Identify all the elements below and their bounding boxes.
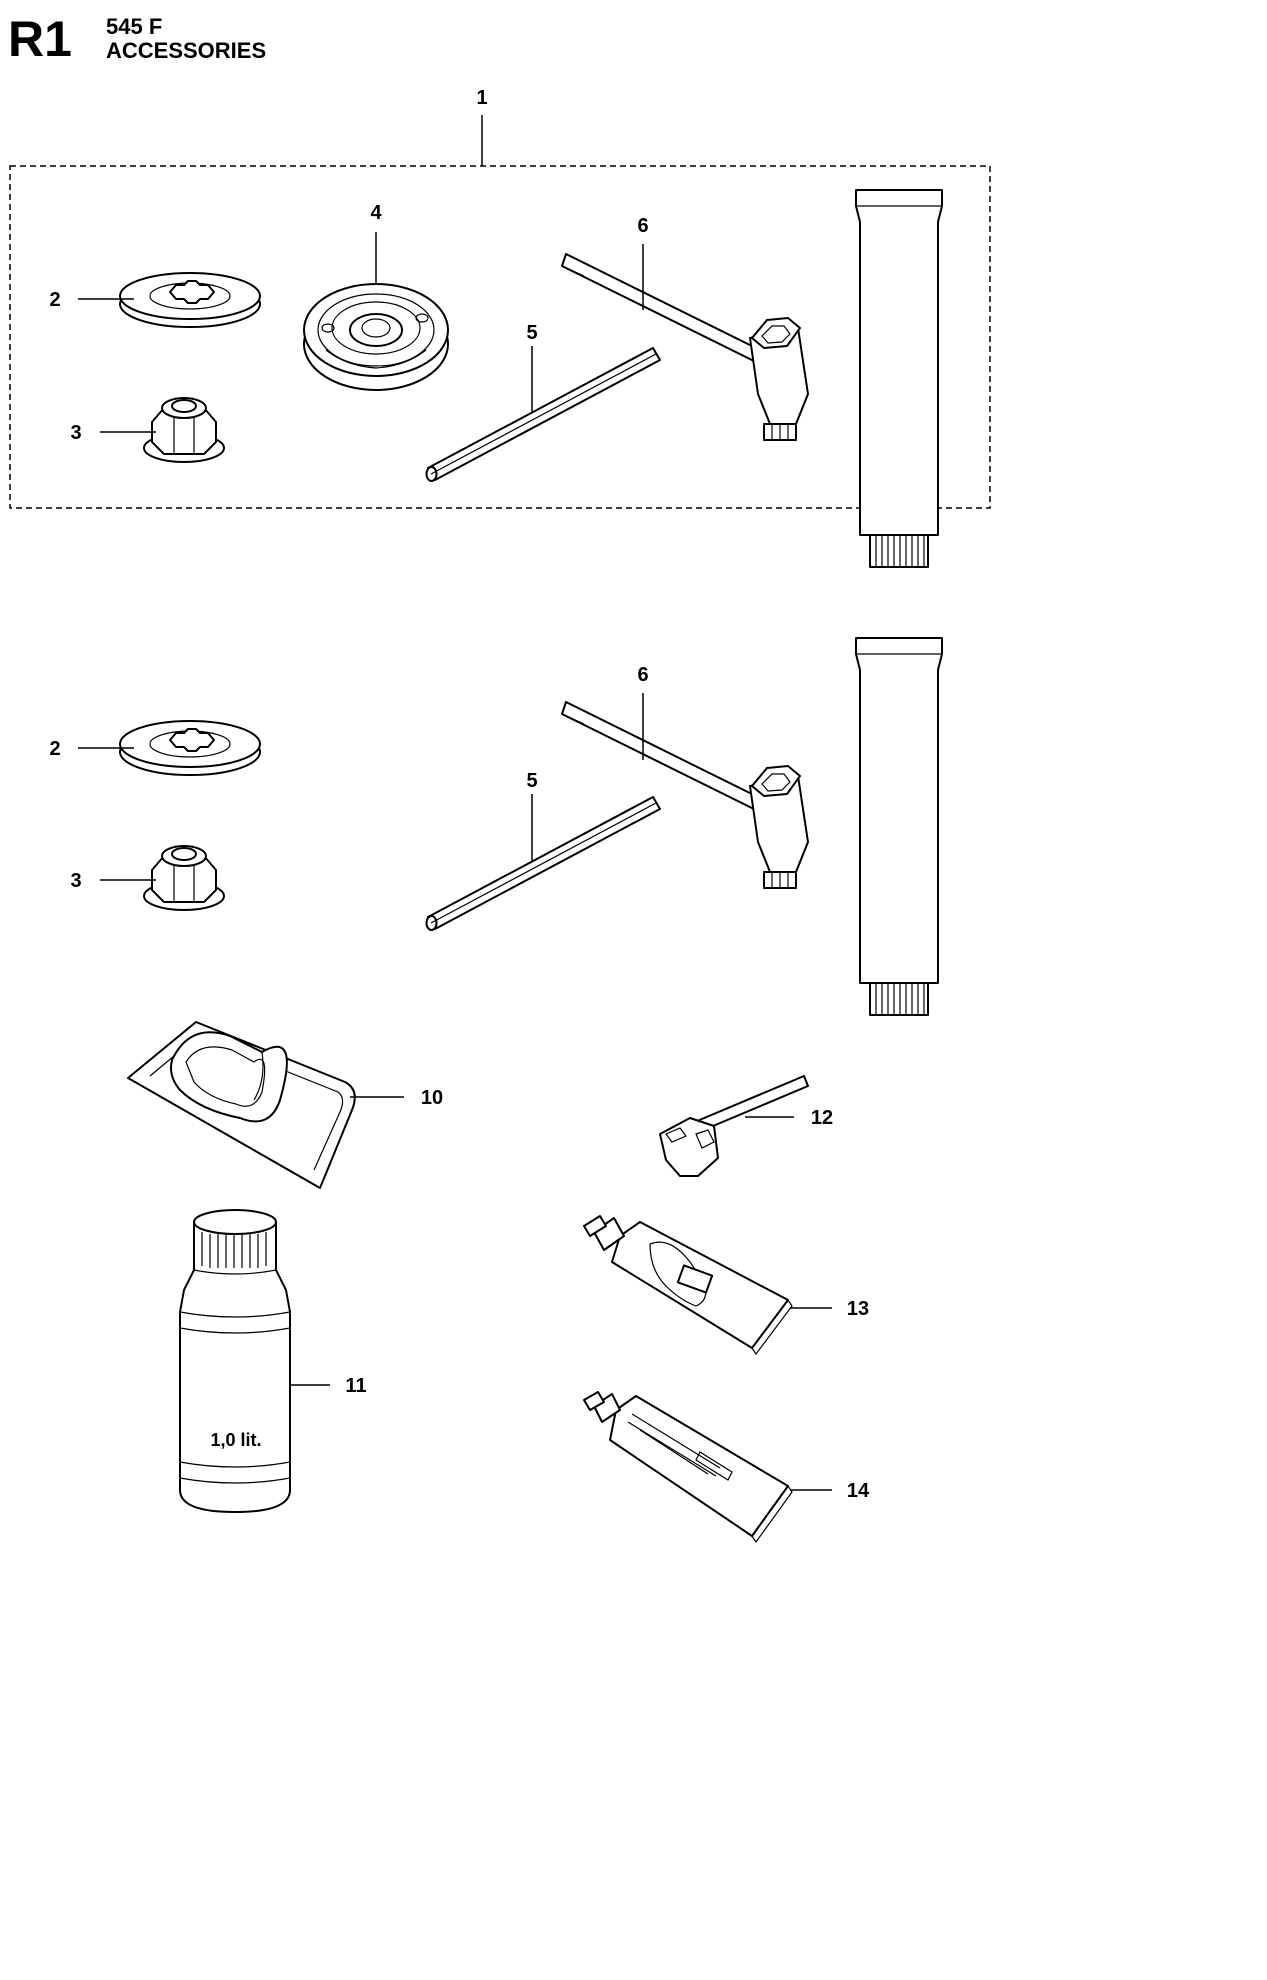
callout-4: 4 xyxy=(370,202,382,224)
combination-wrench-part-2 xyxy=(561,701,809,889)
callout-13: 13 xyxy=(847,1298,869,1320)
tube-part-13 xyxy=(583,1215,793,1356)
model-name: 545 F xyxy=(106,14,163,39)
kit-boundary xyxy=(9,165,991,509)
small-wrench-part xyxy=(659,1075,809,1177)
callout-5-top: 5 xyxy=(526,322,537,344)
callout-14: 14 xyxy=(847,1480,870,1502)
callout-2-bottom: 2 xyxy=(49,738,60,760)
callout-12: 12 xyxy=(811,1107,833,1129)
washer-part-2 xyxy=(119,720,261,776)
rod-part-2 xyxy=(425,796,661,931)
callout-3-top: 3 xyxy=(70,422,81,444)
harness-bag-part xyxy=(127,1021,356,1189)
washer-part xyxy=(119,272,261,328)
nut-part xyxy=(143,397,225,463)
tube-part-14 xyxy=(583,1391,793,1544)
callout-2-top: 2 xyxy=(49,289,60,311)
bottle-volume-label: 1,0 lit. xyxy=(210,1430,261,1450)
page-title: ACCESSORIES xyxy=(106,38,267,63)
rod-part xyxy=(425,347,661,482)
page-code: R1 xyxy=(8,11,72,67)
grease-tube-part xyxy=(855,189,943,568)
nut-part-2 xyxy=(143,845,225,911)
oil-bottle-part xyxy=(179,1209,291,1513)
callout-6-top: 6 xyxy=(637,215,648,237)
callout-10: 10 xyxy=(421,1087,443,1109)
thrust-cup-part xyxy=(303,283,449,391)
callout-3-bottom: 3 xyxy=(70,870,81,892)
callout-1: 1 xyxy=(476,87,487,109)
callout-11: 11 xyxy=(345,1375,366,1397)
combination-wrench-part xyxy=(561,253,809,441)
grease-tube-part-2 xyxy=(855,637,943,1016)
callout-5-bottom: 5 xyxy=(526,770,537,792)
callout-6-bottom: 6 xyxy=(637,664,648,686)
